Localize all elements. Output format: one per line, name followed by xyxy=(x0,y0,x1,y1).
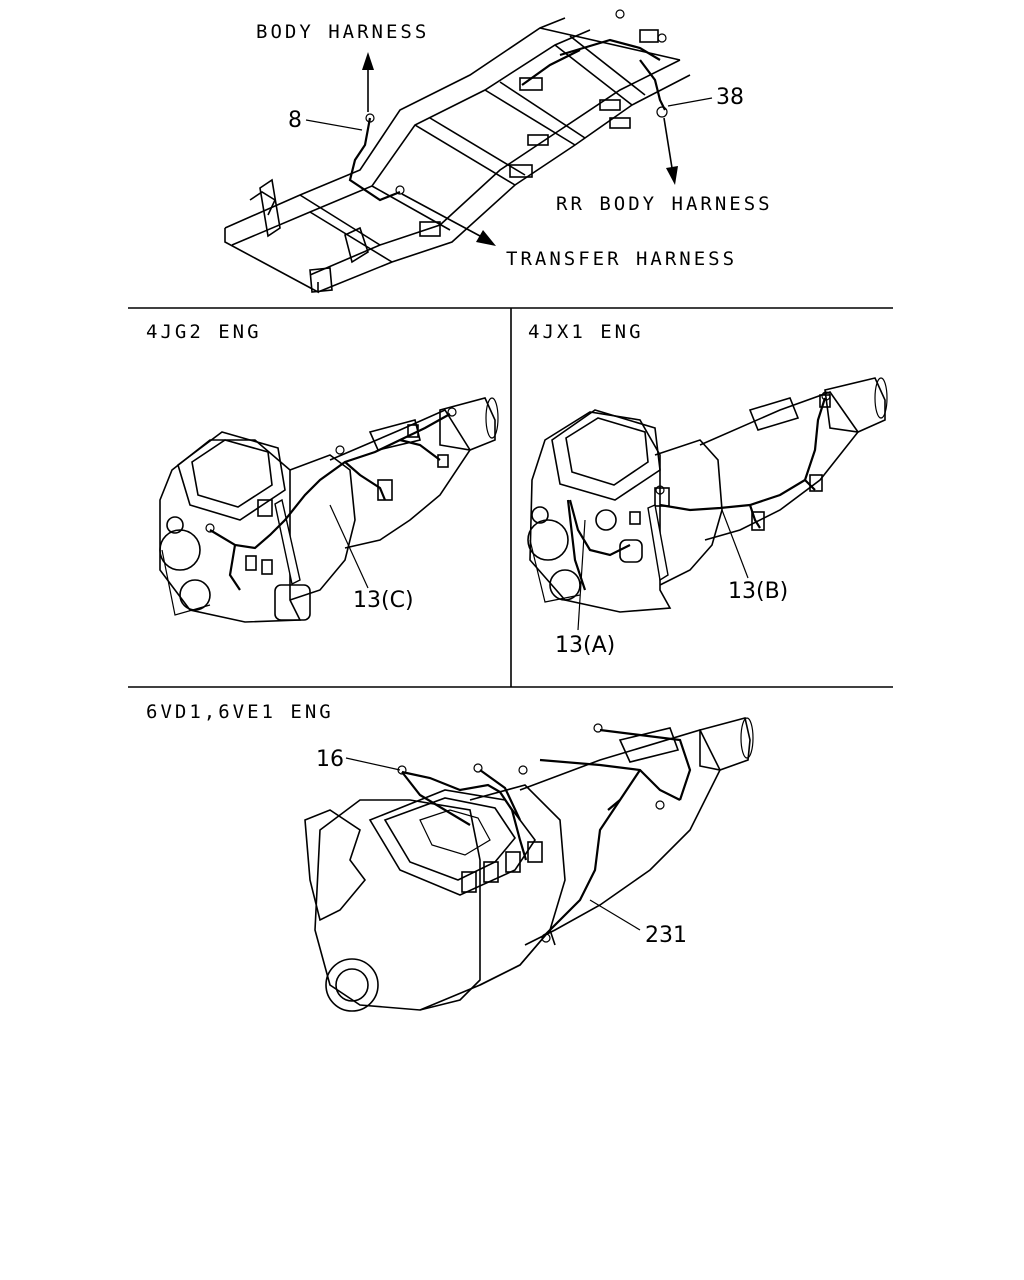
transfer-harness-label: TRANSFER HARNESS xyxy=(506,248,737,270)
part-38-label: 38 xyxy=(716,85,744,110)
engine-4jg2-illustration xyxy=(159,397,499,623)
part-231-label: 231 xyxy=(645,923,687,948)
part-16-label: 16 xyxy=(316,747,344,772)
part-13a-label: 13(A) xyxy=(555,633,615,658)
panel-dividers xyxy=(128,307,893,688)
callout-rr-body-harness: RR BODY HARNESS xyxy=(556,117,773,215)
engine-6vd1-illustration xyxy=(304,717,754,1012)
panel-6vd1-title: 6VD1,6VE1 ENG xyxy=(146,701,334,723)
engine-4jx1-illustration xyxy=(527,377,888,613)
callout-part-16: 16 xyxy=(316,747,401,772)
callout-part-13b: 13(B) xyxy=(721,509,788,604)
callout-part-38: 38 xyxy=(667,85,744,110)
panel-4jg2-title: 4JG2 ENG xyxy=(146,321,262,343)
body-harness-label: BODY HARNESS xyxy=(256,21,429,43)
panel-4jx1-title: 4JX1 ENG xyxy=(528,321,644,343)
chassis-frame-illustration xyxy=(224,9,691,294)
panel-4jg2: 4JG2 ENG xyxy=(146,321,499,623)
panel-4jx1: 4JX1 ENG xyxy=(527,321,888,658)
part-13c-label: 13(C) xyxy=(353,588,414,613)
rr-body-harness-label: RR BODY HARNESS xyxy=(556,193,773,215)
callout-transfer-harness: TRANSFER HARNESS xyxy=(401,193,737,270)
callout-part-13c: 13(C) xyxy=(329,504,414,613)
panel-6vd1-6ve1: 6VD1,6VE1 ENG xyxy=(146,701,754,1012)
callout-body-harness: BODY HARNESS xyxy=(256,21,429,112)
callout-part-13a: 13(A) xyxy=(555,519,615,658)
part-8-label: 8 xyxy=(288,108,302,133)
callout-part-8: 8 xyxy=(288,108,363,133)
part-13b-label: 13(B) xyxy=(728,579,788,604)
callout-part-231: 231 xyxy=(589,899,687,948)
